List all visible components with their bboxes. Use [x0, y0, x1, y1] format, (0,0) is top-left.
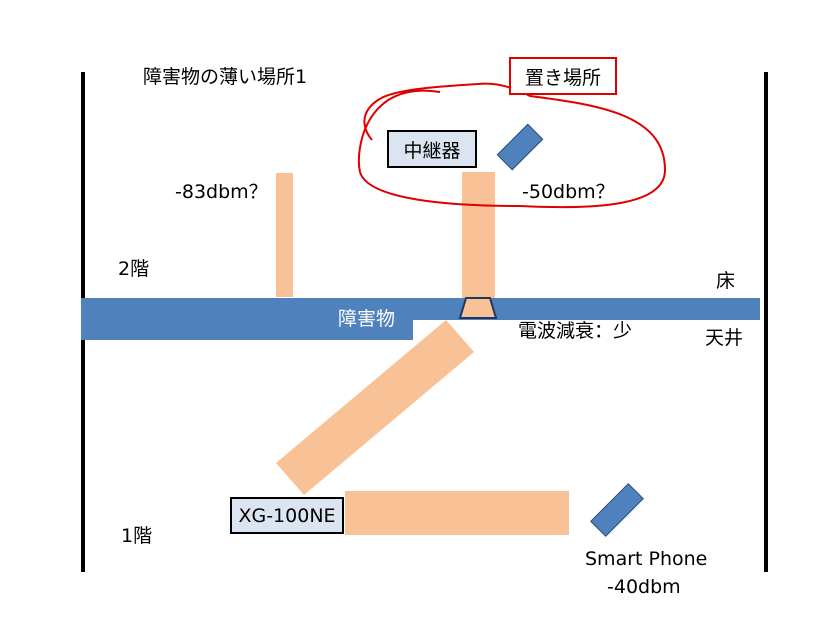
signal-beam-left — [276, 173, 293, 297]
signal-beam-center — [462, 172, 495, 298]
signal-2f-right-label: -50dbm？ — [522, 181, 615, 203]
smartphone-signal-label: -40dbm — [607, 576, 681, 598]
right-wall — [764, 72, 768, 572]
thin-obstacle-place-label: 障害物の薄い場所1 — [143, 66, 308, 88]
placement-highlight-circle — [357, 82, 667, 209]
floor2-label: 2階 — [118, 258, 150, 280]
signal-beam-floor1 — [345, 491, 569, 535]
router-label: XG-100NE — [230, 497, 344, 534]
ceiling-label: 天井 — [705, 327, 744, 349]
obstacle-label: 障害物 — [338, 308, 396, 330]
signal-2f-left-label: -83dbm？ — [175, 181, 268, 203]
smartphone-name-label: Smart Phone — [585, 548, 708, 570]
floor-label: 床 — [716, 270, 736, 292]
floor1-label: 1階 — [121, 525, 153, 547]
floor-slab-lower — [81, 318, 413, 340]
floor-slab — [81, 298, 760, 320]
signal-beam-diagonal — [276, 320, 474, 495]
attenuation-label: 電波減衰：少 — [518, 320, 633, 342]
thin-obstacle-marker — [458, 297, 498, 319]
repeater-label: 中継器 — [387, 130, 477, 168]
placement-label: 置き場所 — [509, 57, 617, 95]
